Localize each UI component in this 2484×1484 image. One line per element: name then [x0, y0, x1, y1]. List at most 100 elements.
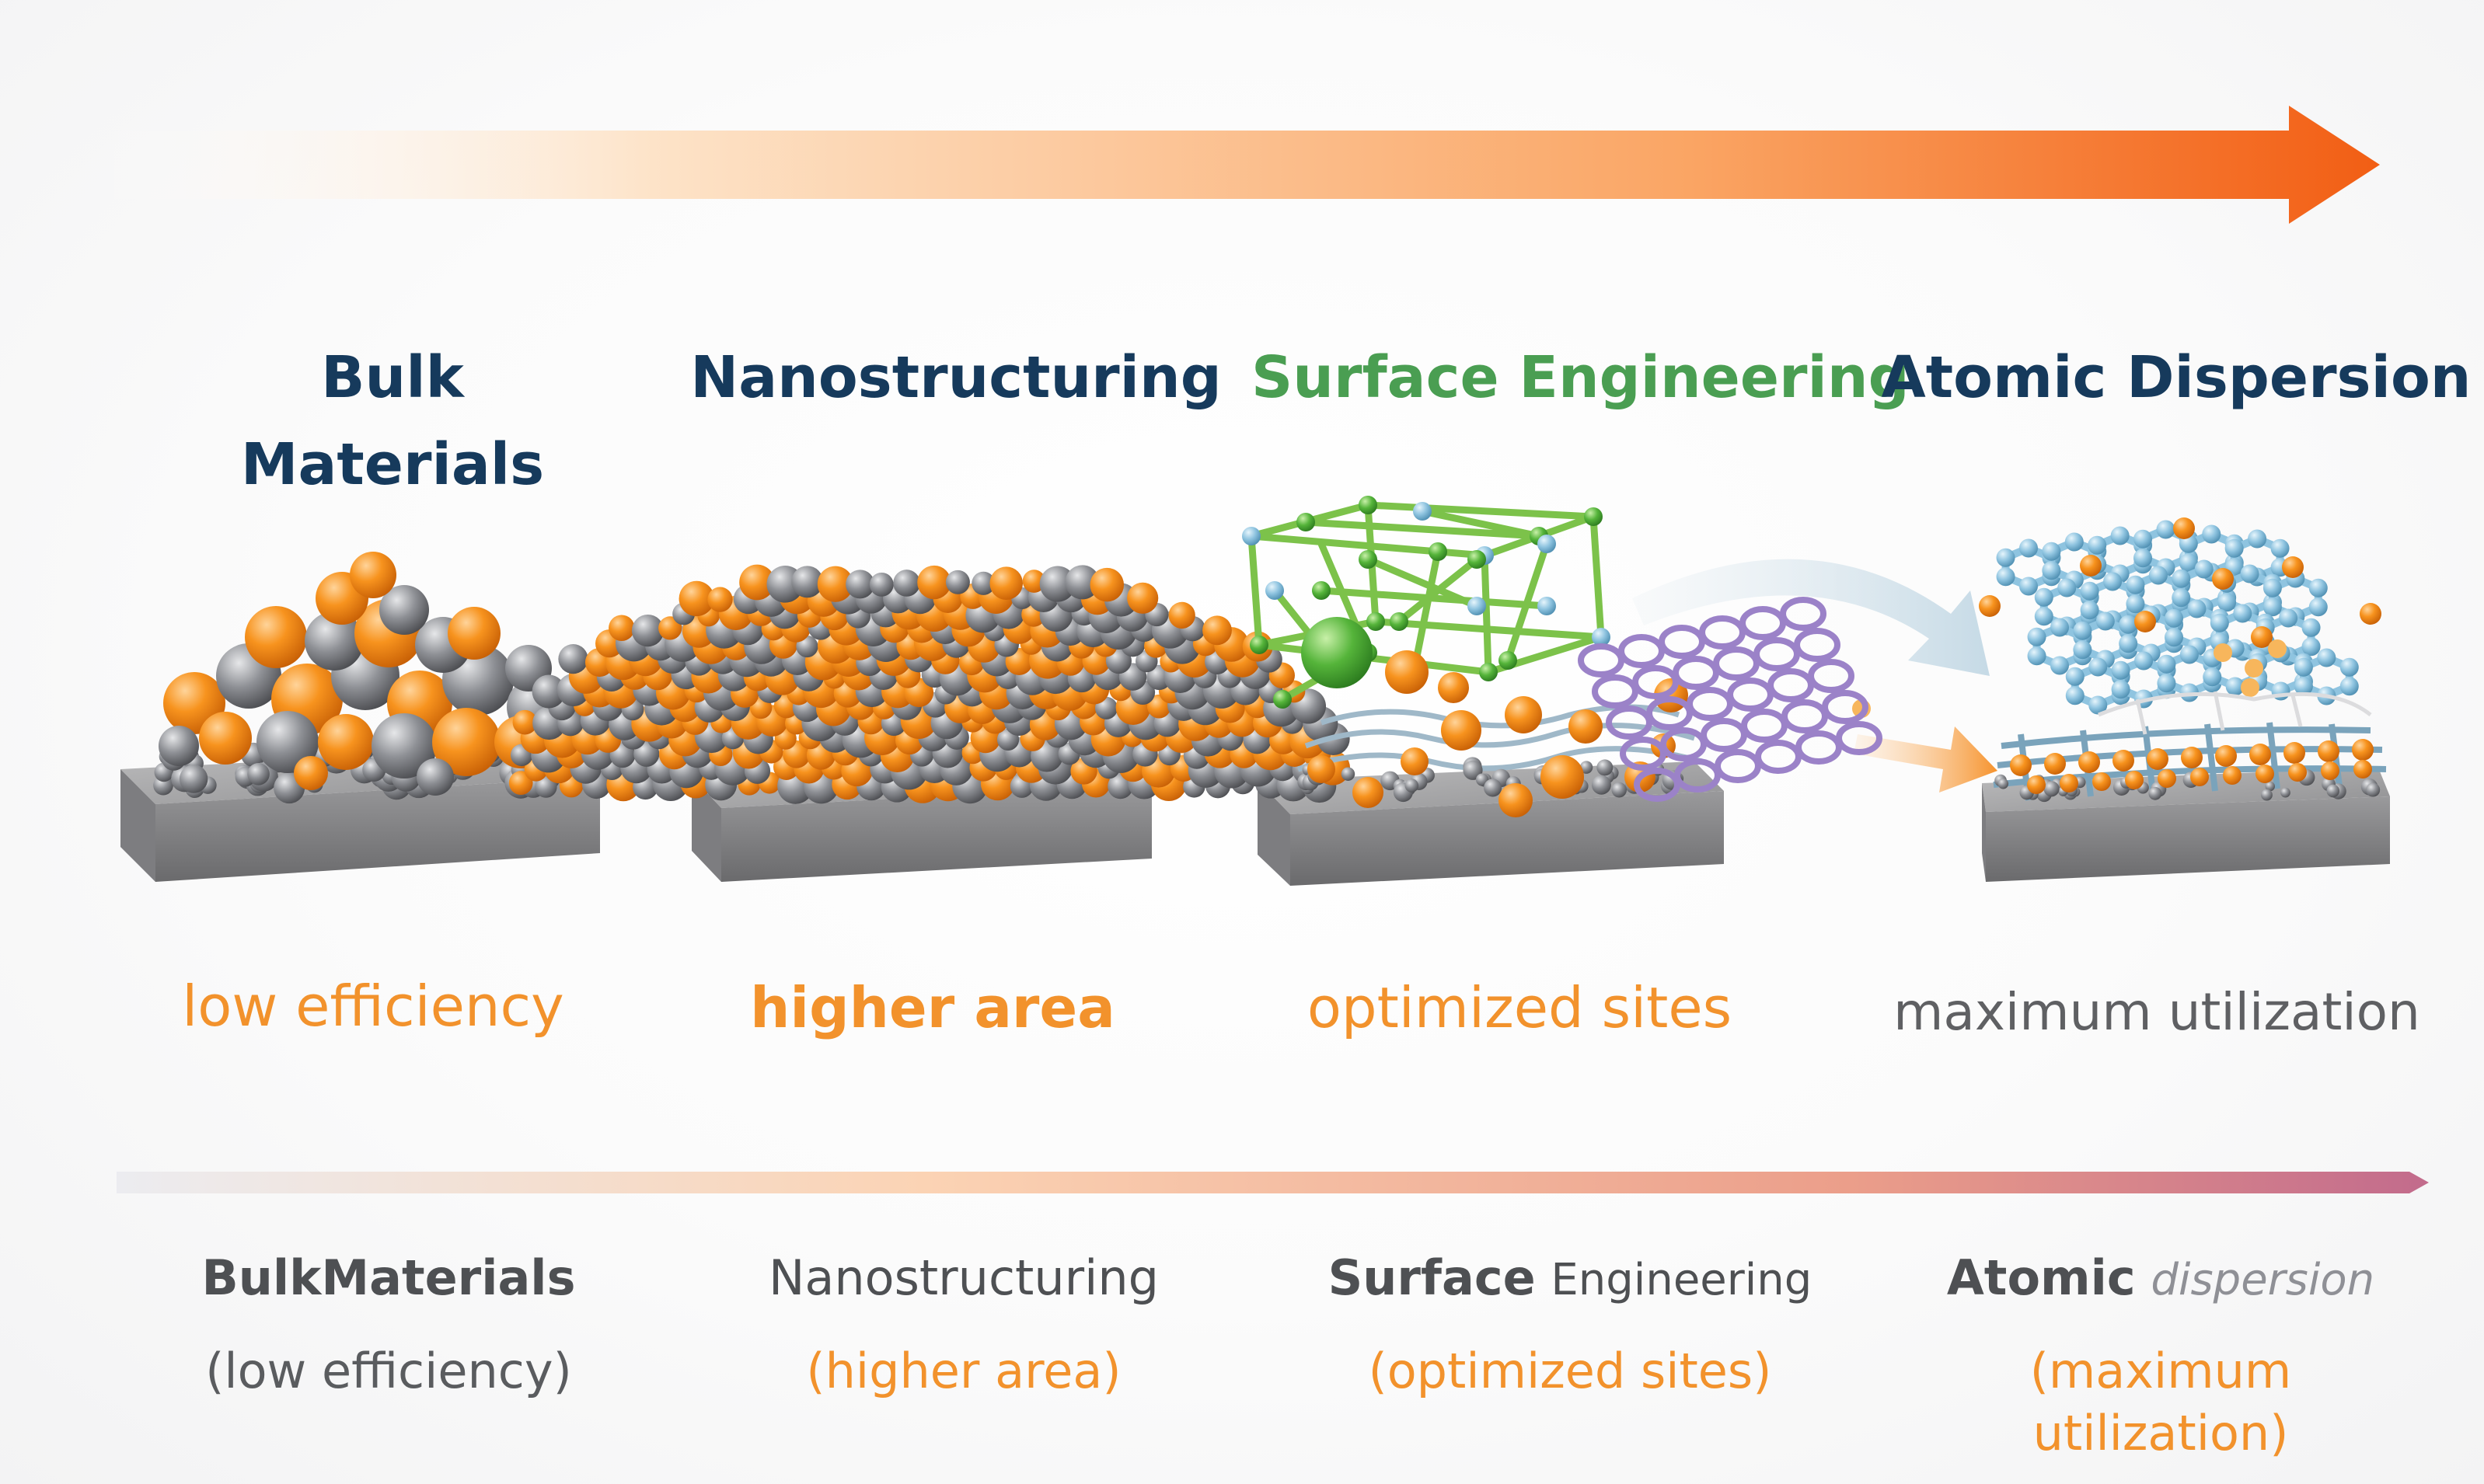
- graphene-atom: [2294, 677, 2313, 696]
- grey-nanoparticle: [1579, 761, 1593, 774]
- bottom-label-3: Surface Engineering: [1327, 1249, 1812, 1306]
- grey-nanoparticle: [2280, 787, 2290, 798]
- orange-atom: [2255, 765, 2274, 783]
- grey-nanoparticle: [1596, 759, 1614, 776]
- orange-atom: [2268, 639, 2287, 658]
- graphene-atom: [2110, 526, 2130, 545]
- purple-mesh-cell: [1592, 674, 1638, 709]
- grey-nanoparticle: [558, 643, 588, 674]
- graphene-atom: [2057, 578, 2077, 597]
- orange-nanoparticle: [1438, 672, 1469, 703]
- orange-atom: [2251, 626, 2273, 648]
- graphene-atom: [2240, 564, 2259, 583]
- stage-3-title: Surface Engineering: [1251, 344, 1910, 411]
- graphene-atom: [2172, 569, 2191, 588]
- graphene-atom: [2073, 621, 2092, 640]
- grey-nanoparticle: [1039, 566, 1076, 602]
- orange-nanoparticle: [245, 606, 307, 668]
- cage-node: [1479, 663, 1498, 681]
- graphene-atom: [2111, 680, 2130, 699]
- grey-nanoparticle: [791, 566, 824, 598]
- purple-mesh-cell: [1713, 646, 1760, 681]
- stage-1-subtitle: low efficiency: [182, 974, 564, 1039]
- orange-nanoparticle: [1127, 582, 1159, 614]
- orange-atom: [1979, 595, 2001, 617]
- substrate-slab: [1982, 768, 2390, 882]
- orange-nanoparticle: [1498, 783, 1533, 817]
- graphene-atom: [2339, 677, 2359, 696]
- graphene-atom: [2301, 637, 2321, 657]
- graphene-atom: [2248, 529, 2267, 549]
- purple-mesh-cell: [1822, 690, 1868, 724]
- orange-nanoparticle: [1352, 777, 1383, 808]
- bottom-note-2: (higher area): [806, 1343, 1122, 1399]
- graphene-atom: [2148, 566, 2168, 585]
- bottom-label-1: BulkMaterials: [201, 1249, 576, 1306]
- graphene-atom: [2027, 627, 2046, 646]
- orange-nanoparticle: [1540, 755, 1584, 799]
- graphene-atom: [2225, 677, 2245, 696]
- graphene-atom: [2103, 572, 2123, 591]
- purple-mesh-cell: [1727, 678, 1774, 712]
- green-active-site: [1301, 617, 1373, 688]
- graphene-atom: [2165, 628, 2184, 647]
- grey-nanoparticle: [1591, 775, 1611, 795]
- purple-mesh-cell: [1753, 637, 1800, 671]
- orange-nanoparticle: [294, 756, 328, 790]
- graphene-atom: [2165, 608, 2184, 628]
- graphene-atom: [2203, 667, 2222, 687]
- bottom-label-4: Atomic dispersion: [1946, 1249, 2375, 1306]
- grey-nanoparticle: [305, 611, 364, 671]
- orange-nanoparticle: [1505, 696, 1542, 733]
- grey-nanoparticle: [372, 713, 437, 779]
- purple-mesh-cell: [1739, 606, 1786, 640]
- progress-arrow: [78, 106, 2380, 224]
- stage-4-subtitle: maximum utilization: [1893, 982, 2420, 1042]
- cage-node: [1537, 535, 1556, 553]
- graphene-atom: [2224, 538, 2244, 558]
- graphene-atom: [2270, 538, 2290, 558]
- orange-atom: [2282, 556, 2304, 578]
- orange-nanoparticle: [432, 708, 501, 776]
- orange-atom: [2158, 769, 2176, 788]
- orange-atom: [2060, 774, 2078, 793]
- orange-nanoparticle: [739, 564, 775, 601]
- orange-atom: [2249, 744, 2271, 765]
- stage-4-title: Atomic Dispersion: [1881, 344, 2472, 411]
- orange-nanoparticle: [609, 615, 635, 641]
- graphene-atom: [2088, 657, 2108, 677]
- orange-nanoparticle: [1202, 615, 1232, 646]
- cage-node: [1467, 597, 1486, 615]
- orange-atom: [2092, 772, 2111, 791]
- orange-atom: [2223, 766, 2242, 785]
- cage-node: [1296, 513, 1315, 531]
- grey-nanoparticle: [2326, 784, 2340, 798]
- stage-2-title: Nanostructuring: [690, 344, 1222, 411]
- purple-mesh-cell: [1646, 696, 1693, 730]
- cage-node: [1390, 612, 1408, 631]
- orange-atom: [2321, 761, 2339, 780]
- purple-mesh-cell: [1618, 634, 1665, 668]
- orange-atom: [2027, 775, 2046, 794]
- stage-1-title: Bulk Materials: [240, 344, 545, 498]
- graphene-atom: [2179, 553, 2198, 573]
- purple-mesh-cell: [1715, 749, 1761, 783]
- grey-nanoparticle: [869, 572, 894, 597]
- graphene-atom: [2279, 608, 2298, 628]
- graphene-atom: [2064, 532, 2084, 552]
- graphene-atom: [2301, 618, 2321, 637]
- graphene-atom: [2133, 549, 2153, 568]
- grey-nanoparticle: [1484, 779, 1502, 797]
- orange-nanoparticle: [917, 565, 951, 600]
- orange-atom: [2125, 771, 2144, 789]
- graphene-atom: [2019, 538, 2038, 558]
- grey-nanoparticle: [945, 570, 970, 594]
- graphene-atom: [2034, 607, 2053, 626]
- grey-nanoparticle: [846, 570, 875, 599]
- stage-3-subtitle: optimized sites: [1307, 975, 1732, 1040]
- purple-mesh-cell: [1795, 730, 1842, 765]
- bottom-note-4: (maximum utilization): [2029, 1343, 2292, 1461]
- orange-atom: [2318, 740, 2339, 762]
- graphene-atom: [2134, 651, 2154, 671]
- graphene-atom: [1996, 548, 2015, 567]
